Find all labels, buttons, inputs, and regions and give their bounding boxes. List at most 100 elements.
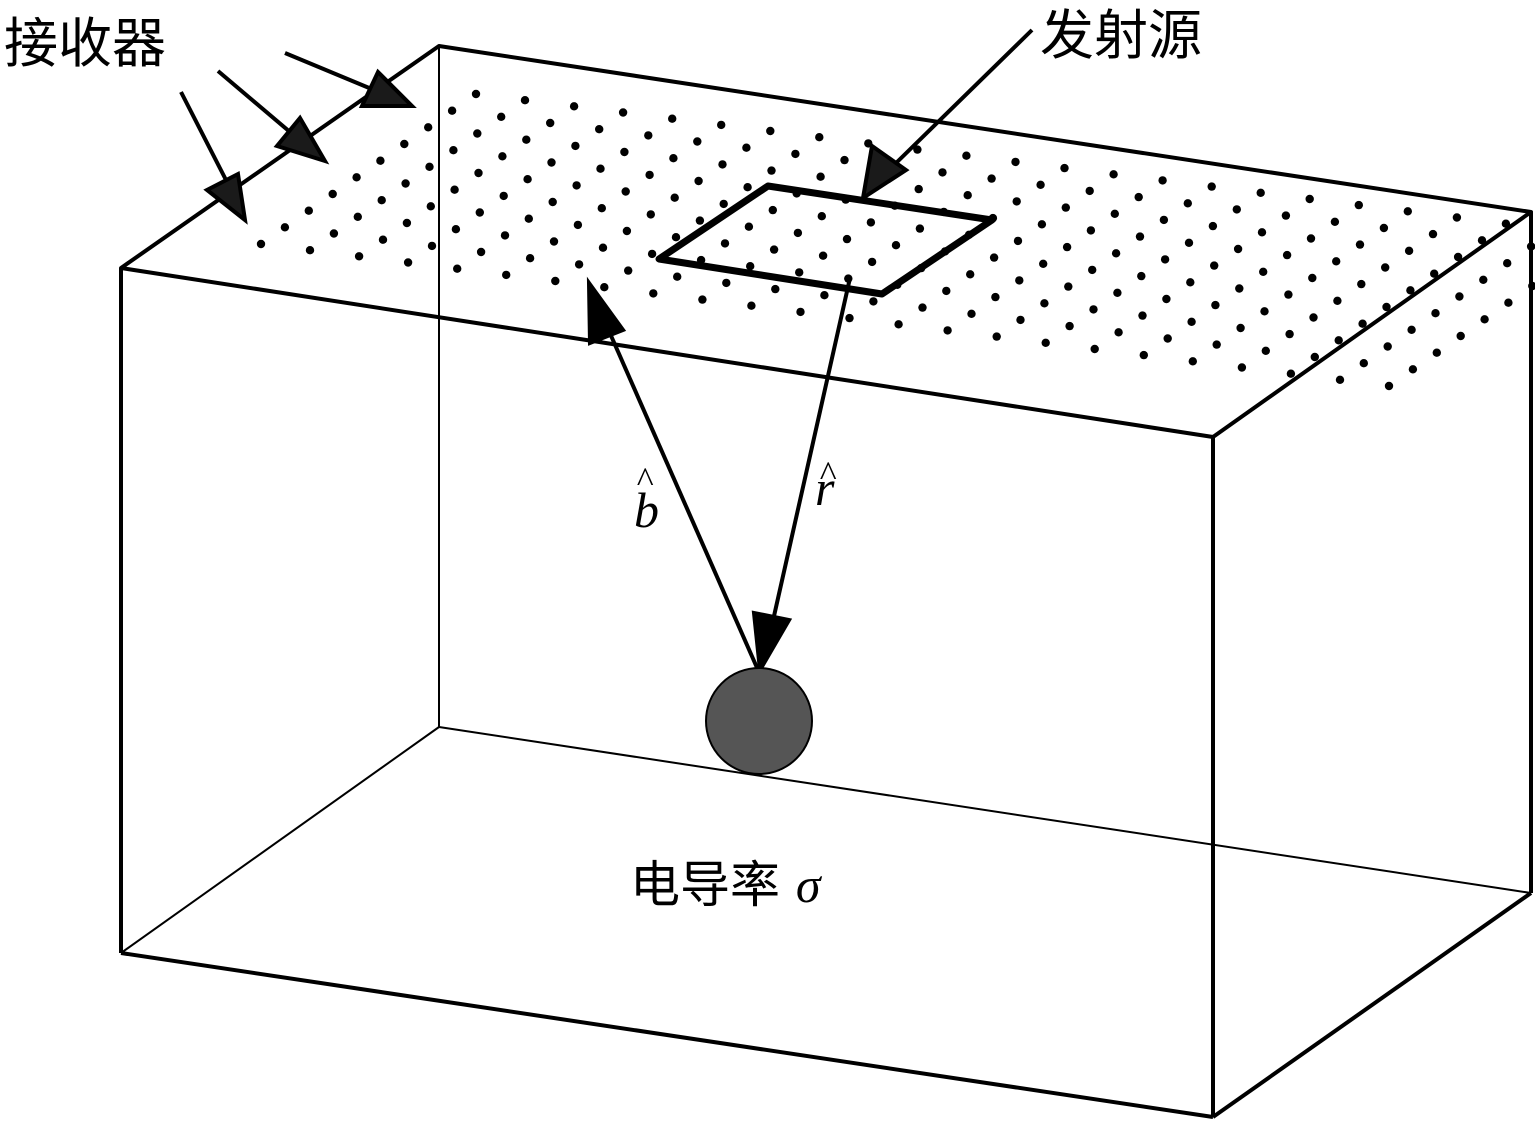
receiver-dot bbox=[647, 249, 657, 259]
receiver-dot bbox=[502, 270, 511, 280]
receiver-dot bbox=[913, 145, 922, 154]
receiver-dot bbox=[523, 175, 532, 184]
receiver-dot bbox=[1383, 342, 1392, 351]
receiver-dot bbox=[991, 292, 1000, 302]
receiver-dot bbox=[1183, 199, 1193, 208]
receiver-dot bbox=[1208, 221, 1218, 231]
receiver-dot bbox=[670, 193, 679, 202]
source-arrow bbox=[860, 28, 1034, 203]
receiver-dot bbox=[1332, 257, 1341, 266]
receiver-dot bbox=[1158, 176, 1167, 185]
receiver-dot bbox=[1061, 203, 1071, 212]
receiver-dot bbox=[500, 231, 510, 240]
receiver-dot bbox=[598, 243, 608, 252]
receiver-dot bbox=[816, 172, 825, 181]
receiver-dot bbox=[400, 139, 409, 149]
receiver-dot bbox=[473, 129, 482, 138]
receiver-dot bbox=[1260, 307, 1269, 316]
receiver-dot bbox=[1432, 348, 1442, 357]
receiver-dot bbox=[742, 143, 751, 152]
receiver-dot bbox=[842, 234, 852, 244]
receiver-dot bbox=[525, 254, 535, 263]
receiver-dot bbox=[1088, 265, 1097, 275]
receiver-dot bbox=[329, 229, 339, 238]
receiver-dot bbox=[1062, 242, 1072, 252]
receiver-dot bbox=[796, 307, 805, 317]
receiver-dot bbox=[1406, 286, 1415, 295]
receiver-dot bbox=[1453, 252, 1463, 262]
receiver-dot bbox=[1039, 259, 1048, 268]
receiver-dot bbox=[1428, 229, 1438, 239]
receiver-dot bbox=[1184, 238, 1194, 247]
receiver-dot bbox=[967, 309, 976, 318]
receiver-dot bbox=[1207, 182, 1216, 191]
receiver-dot bbox=[743, 183, 752, 192]
receiver-dot bbox=[1162, 294, 1171, 304]
receiver-dot bbox=[1379, 223, 1389, 233]
receiver-dot bbox=[1013, 236, 1023, 246]
receiver-dot bbox=[280, 223, 290, 232]
receiver-dot bbox=[942, 286, 951, 296]
receiver-dot bbox=[768, 205, 777, 215]
b-hat-symbol: b bbox=[634, 482, 659, 538]
source-arrow-shaft bbox=[891, 28, 1034, 168]
receiver-dot bbox=[645, 170, 654, 180]
receiver-dot bbox=[719, 199, 728, 209]
receiver-dot bbox=[894, 320, 903, 329]
receiver-dot bbox=[1309, 313, 1318, 322]
b-hat-ray-shaft bbox=[603, 321, 760, 671]
receiver-dot bbox=[992, 332, 1001, 341]
receiver-dot bbox=[698, 295, 707, 304]
receiver-dot bbox=[1064, 282, 1073, 291]
receiver-dot bbox=[795, 268, 804, 277]
receiver-dot bbox=[1261, 346, 1271, 355]
receiver-dot bbox=[450, 185, 459, 194]
receiver-dot bbox=[1137, 271, 1146, 281]
b-hat-ray bbox=[586, 276, 760, 671]
r-hat-ray-head bbox=[751, 610, 793, 677]
receiver-dot bbox=[499, 191, 508, 201]
conductive-sphere bbox=[705, 667, 813, 775]
back-bottom-edge-left bbox=[120, 726, 440, 954]
receiver-dot bbox=[1089, 305, 1098, 314]
receiver-dot bbox=[1186, 278, 1195, 287]
receiver-dot bbox=[548, 197, 557, 207]
receiver-dot bbox=[1480, 315, 1489, 324]
receiver-dot bbox=[1111, 249, 1121, 258]
receiver-dot bbox=[918, 303, 927, 312]
receiver-dot bbox=[497, 112, 506, 122]
receiver-dot bbox=[966, 270, 975, 279]
back-bottom-edge-right bbox=[438, 726, 1532, 894]
receiver-dot bbox=[1114, 328, 1123, 337]
receiver-dot bbox=[1134, 192, 1143, 202]
receiver-dot bbox=[989, 253, 999, 262]
receiver-dot bbox=[840, 155, 849, 165]
receiver-arrow-2-shaft bbox=[216, 69, 292, 134]
receiver-dot bbox=[1282, 250, 1292, 260]
receiver-dot bbox=[1237, 363, 1247, 372]
box-bottom-front-edge bbox=[120, 951, 1214, 1119]
source-arrow-head bbox=[860, 142, 910, 203]
receiver-dot bbox=[891, 241, 901, 250]
receiver-dot bbox=[403, 258, 413, 267]
receiver-dot bbox=[769, 245, 779, 254]
receiver-dot bbox=[747, 301, 756, 310]
receiver-dot bbox=[1382, 302, 1391, 312]
conductivity-label: 电导率 σ bbox=[630, 856, 823, 914]
receiver-dot bbox=[962, 151, 971, 160]
receiver-dot bbox=[669, 154, 678, 163]
receiver-dot bbox=[915, 224, 925, 233]
receiver-dot bbox=[1041, 338, 1050, 347]
receiver-dot bbox=[695, 216, 705, 225]
receiver-dot bbox=[353, 212, 362, 221]
receiver-dot bbox=[791, 149, 800, 159]
receiver-dot bbox=[1036, 180, 1045, 189]
receiver-dot bbox=[1257, 228, 1267, 237]
receiver-dot bbox=[766, 126, 775, 136]
receiver-dot bbox=[1060, 163, 1069, 173]
receiver-dot bbox=[524, 214, 533, 223]
receiver-dot bbox=[1160, 255, 1170, 264]
receiver-dot bbox=[475, 208, 484, 217]
receiver-dot bbox=[1334, 336, 1343, 345]
receiver-dot bbox=[449, 146, 458, 155]
